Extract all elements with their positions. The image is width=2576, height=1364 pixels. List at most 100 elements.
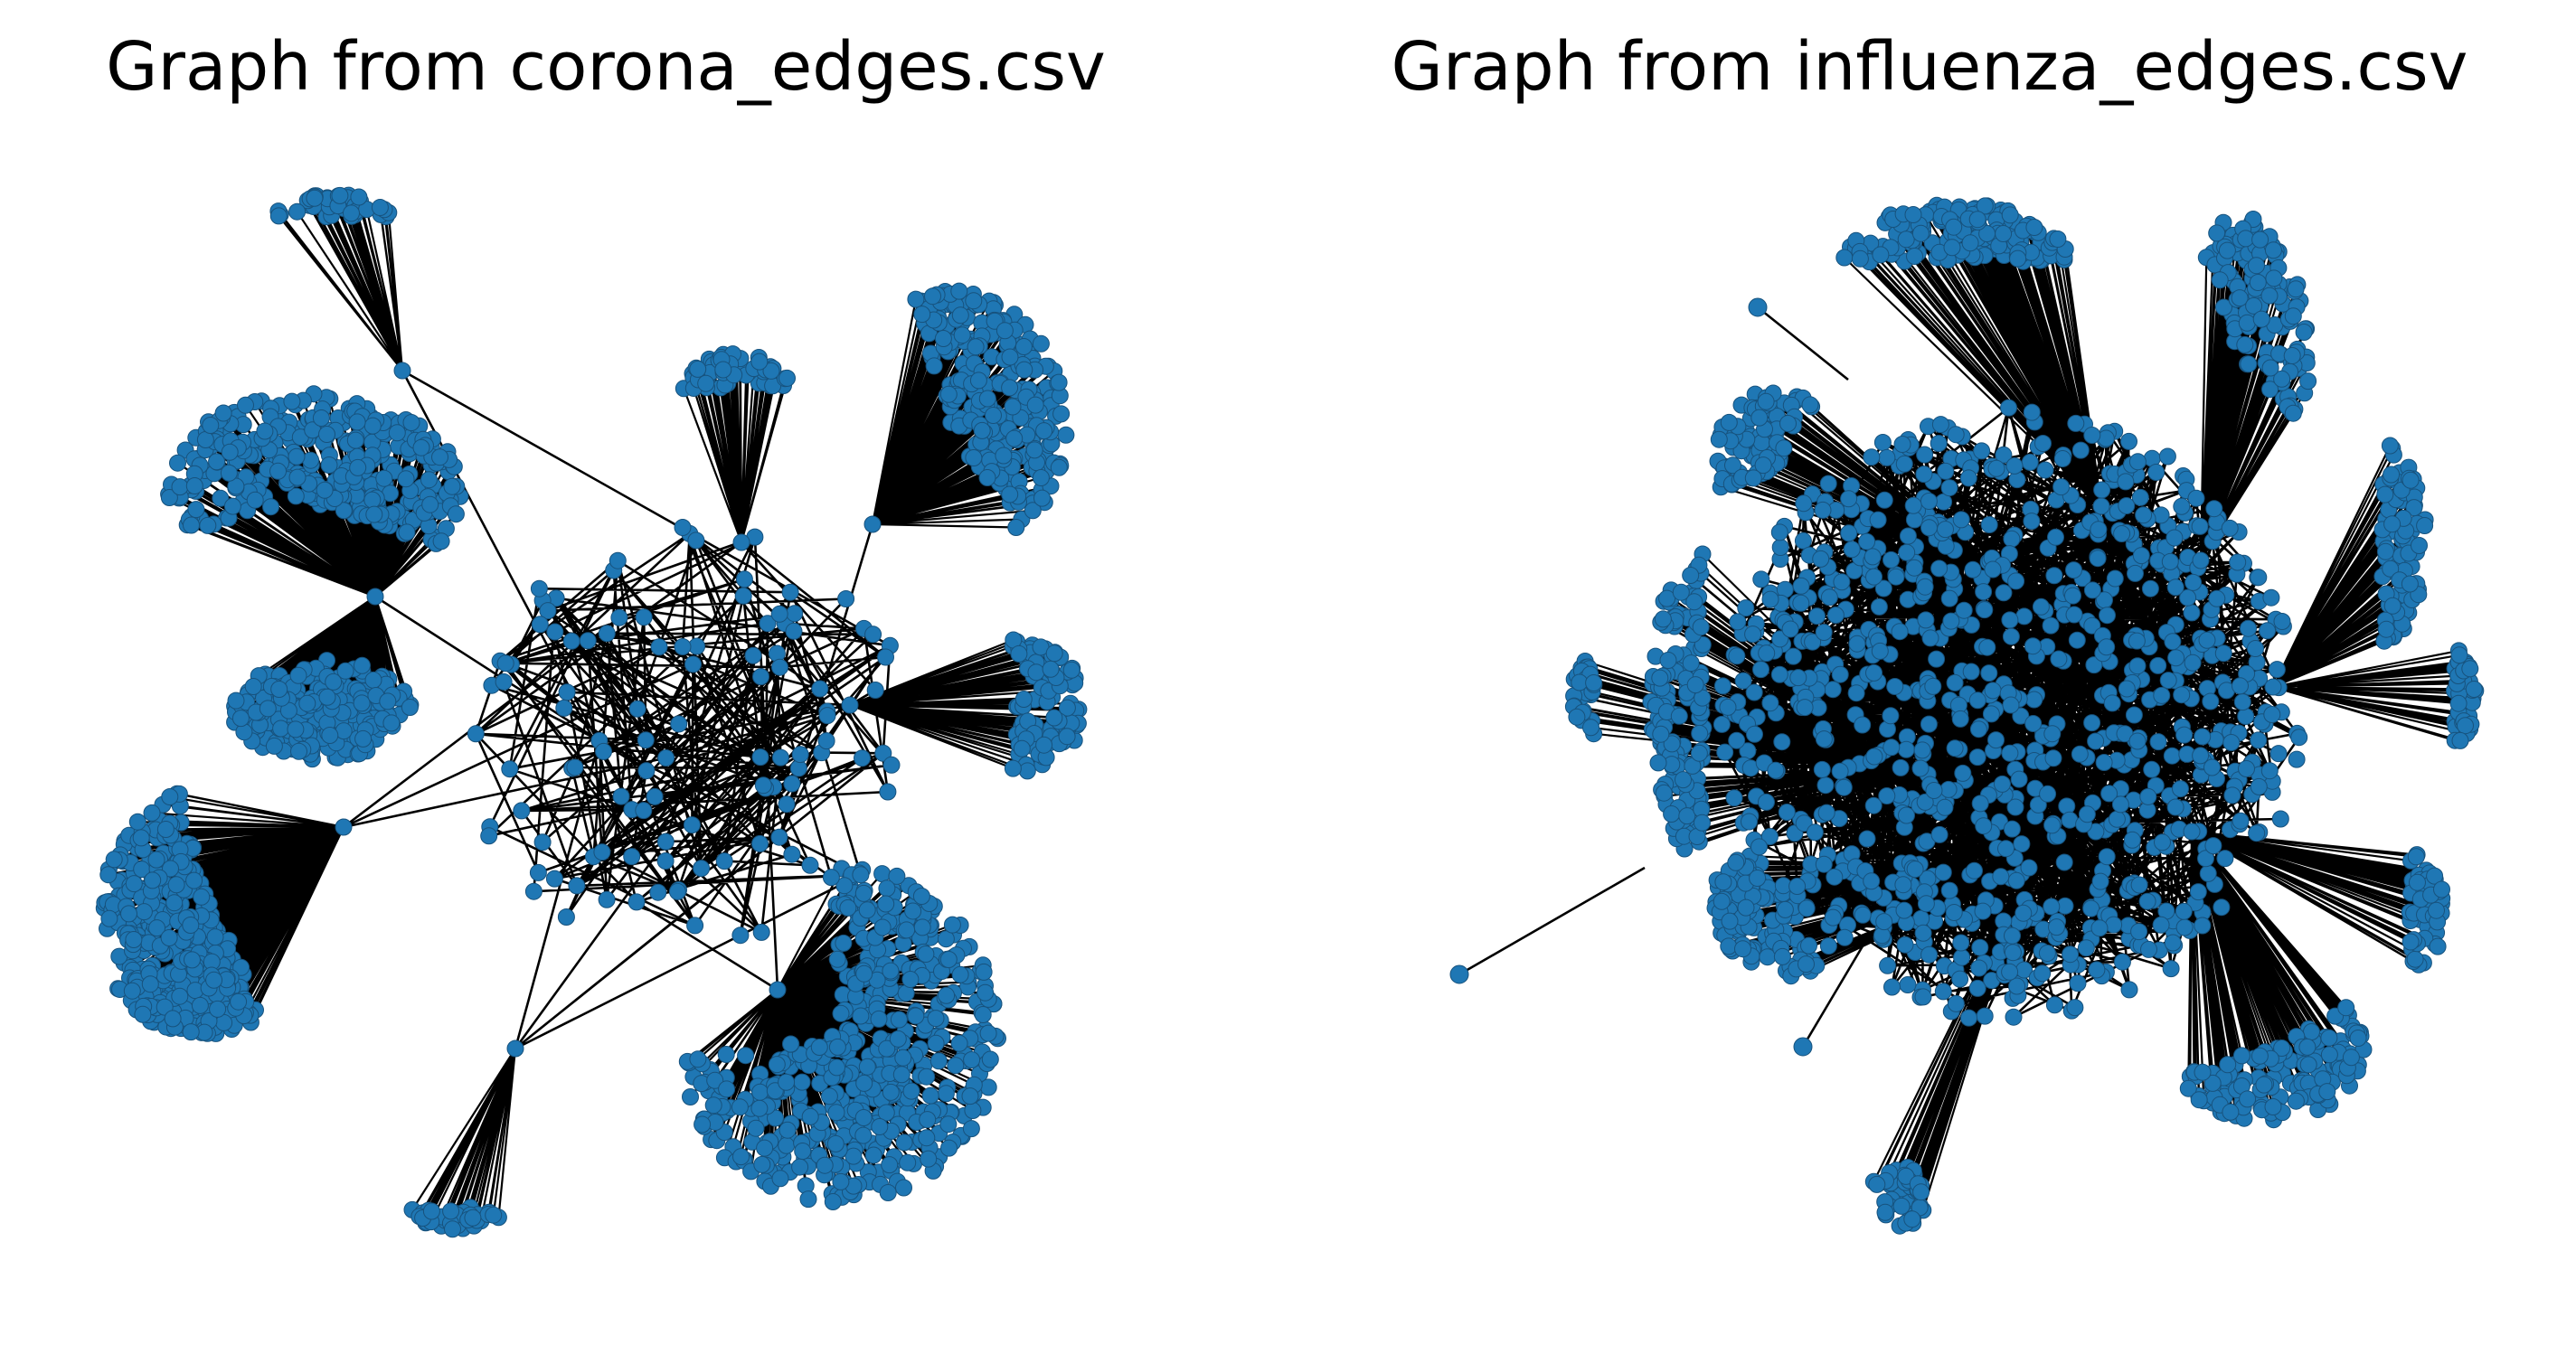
corona-node — [826, 1134, 845, 1152]
influenza-node — [1737, 898, 1755, 917]
influenza-graph-panel: Graph from influenza_edges.csv — [1288, 0, 2576, 1364]
influenza-node — [1913, 741, 1931, 759]
corona-node — [965, 449, 983, 466]
influenza-node — [2465, 681, 2483, 698]
corona-node — [791, 1158, 809, 1176]
corona-node — [811, 680, 829, 698]
influenza-node — [2001, 206, 2019, 224]
corona-node — [1052, 405, 1071, 423]
corona-node — [270, 681, 288, 698]
corona-node — [783, 845, 801, 863]
influenza-node — [1761, 694, 1779, 712]
influenza-node — [1813, 760, 1831, 778]
corona-node — [533, 833, 552, 851]
influenza-node — [2067, 414, 2085, 432]
influenza-node — [2189, 883, 2207, 901]
corona-node — [1014, 691, 1033, 708]
corona-node — [962, 1120, 980, 1138]
influenza-node — [2283, 347, 2301, 364]
influenza-node — [2100, 785, 2118, 803]
influenza-node — [1858, 830, 1876, 848]
influenza-node — [1754, 456, 1772, 475]
influenza-node — [2020, 859, 2038, 877]
influenza-node — [2216, 850, 2234, 868]
influenza-node — [2128, 632, 2146, 650]
corona-node — [877, 648, 894, 666]
corona-node — [259, 700, 277, 718]
corona-node — [128, 813, 146, 831]
corona-node — [290, 742, 307, 760]
corona-node — [288, 447, 306, 466]
influenza-node — [1734, 672, 1752, 690]
influenza-node — [2082, 899, 2100, 917]
corona-node — [610, 608, 628, 626]
influenza-node — [2095, 754, 2113, 771]
corona-node — [786, 605, 804, 623]
influenza-node — [1835, 778, 1853, 796]
influenza-node — [2260, 287, 2279, 305]
corona-node — [731, 1098, 749, 1116]
corona-node — [160, 929, 178, 946]
influenza-node — [2093, 481, 2111, 499]
corona-node — [855, 1074, 873, 1092]
influenza-node — [1863, 872, 1881, 890]
corona-node — [363, 491, 382, 509]
influenza-node — [2194, 728, 2212, 746]
influenza-node — [2202, 692, 2220, 710]
corona-node — [287, 487, 305, 505]
influenza-node — [2071, 745, 2089, 763]
corona-node — [464, 1209, 482, 1227]
influenza-node — [1659, 652, 1677, 669]
influenza-node — [2111, 795, 2129, 814]
influenza-node — [2287, 1092, 2305, 1110]
influenza-node — [2264, 241, 2282, 259]
influenza-node — [2190, 1091, 2208, 1109]
influenza-node — [1863, 448, 1881, 466]
corona-node — [668, 882, 686, 900]
influenza-node — [2125, 706, 2143, 724]
influenza-node — [1686, 676, 1704, 694]
influenza-node — [1835, 928, 1854, 946]
influenza-node — [2052, 478, 2071, 496]
corona-node — [246, 491, 264, 509]
corona-node — [907, 290, 925, 308]
influenza-node — [1971, 938, 1989, 956]
influenza-node — [2161, 552, 2179, 570]
corona-node — [316, 481, 334, 499]
corona-node — [684, 655, 702, 673]
influenza-node — [1691, 724, 1709, 742]
influenza-node — [2172, 780, 2189, 798]
influenza-node — [1894, 876, 1912, 894]
corona-node — [967, 338, 985, 356]
corona-node — [1035, 736, 1053, 754]
influenza-node — [1746, 725, 1763, 743]
corona-node — [747, 1119, 765, 1137]
corona-node — [832, 1172, 850, 1190]
influenza-node — [1966, 861, 1983, 880]
corona-node — [895, 1134, 913, 1152]
corona-node — [940, 1139, 958, 1157]
influenza-node — [2001, 611, 2019, 629]
influenza-node — [1968, 748, 1986, 767]
influenza-node — [2001, 744, 2019, 762]
influenza-node — [1937, 462, 1955, 480]
influenza-node — [1930, 435, 1948, 452]
influenza-node — [1713, 892, 1731, 910]
influenza-node — [1744, 469, 1762, 487]
corona-node — [870, 1010, 888, 1028]
influenza-node — [2183, 823, 2201, 841]
corona-node — [832, 1004, 850, 1022]
influenza-node — [1854, 906, 1872, 924]
corona-node — [161, 788, 179, 805]
influenza-node — [2232, 677, 2249, 695]
corona-node — [232, 958, 250, 976]
influenza-node — [2108, 810, 2126, 828]
influenza-node — [1692, 618, 1710, 636]
influenza-node — [1806, 823, 1824, 842]
corona-node — [718, 1080, 736, 1098]
influenza-node — [2229, 553, 2247, 571]
influenza-node — [1760, 828, 1779, 845]
influenza-node — [1891, 623, 1909, 641]
influenza-node — [2166, 798, 2184, 816]
corona-node — [950, 282, 968, 300]
